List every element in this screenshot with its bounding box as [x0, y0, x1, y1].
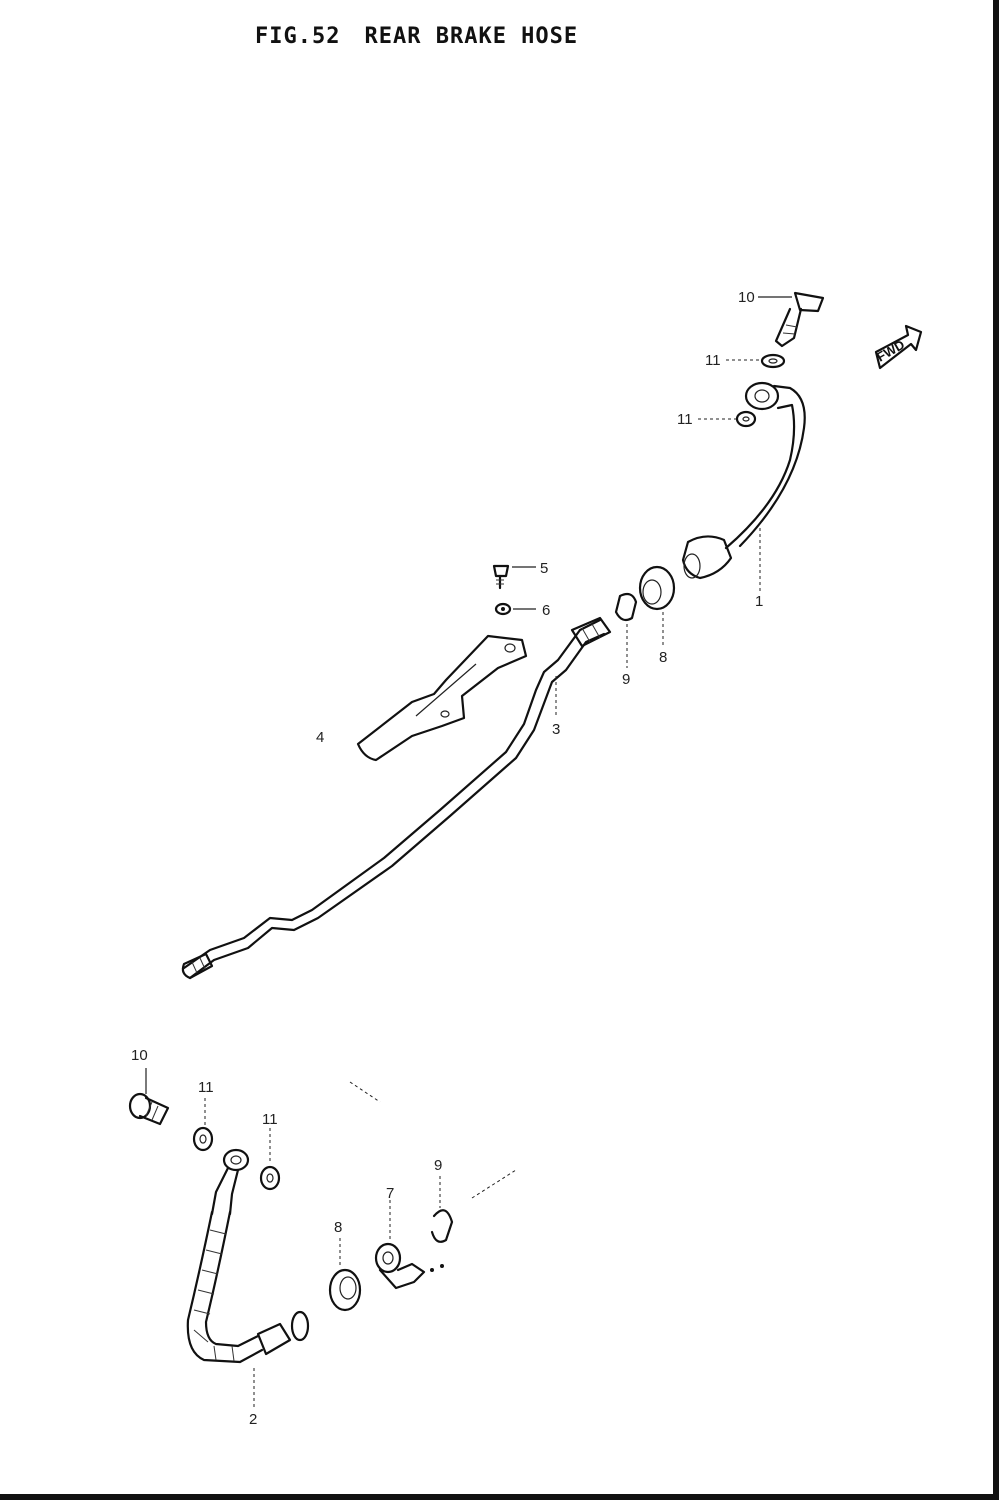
scan-border-right	[993, 0, 999, 1500]
callout-upper-9: 9	[622, 671, 630, 688]
callout-lower-8: 8	[334, 1219, 342, 1236]
callout-lower-11a: 11	[198, 1079, 214, 1096]
assembly-line-b	[471, 1169, 517, 1199]
figure-caption: REAR BRAKE HOSE	[364, 24, 579, 49]
callout-upper-1: 1	[755, 593, 763, 610]
assembly-line-a	[349, 1081, 381, 1103]
bracket-4	[356, 634, 528, 762]
lower-brake-hose	[186, 1148, 310, 1364]
callout-lower-2: 2	[249, 1411, 257, 1428]
brake-pipe-3	[181, 616, 612, 980]
callout-lower-9: 9	[434, 1157, 442, 1174]
figure-title: FIG.52 REAR BRAKE HOSE	[255, 24, 578, 49]
callout-lower-7: 7	[386, 1185, 394, 1202]
bolt-5	[492, 564, 510, 590]
upper-union-bolt	[774, 291, 825, 348]
callout-upper-10: 10	[738, 289, 755, 306]
lower-clip	[430, 1209, 454, 1243]
callout-lower-10: 10	[131, 1047, 148, 1064]
washer-6	[494, 602, 512, 616]
callout-upper-8: 8	[659, 649, 667, 666]
callout-upper-11b: 11	[677, 411, 693, 428]
upper-grommet	[638, 565, 676, 611]
upper-washer-b	[735, 410, 757, 428]
figure-number: FIG.52	[255, 24, 341, 49]
callout-3: 3	[552, 721, 560, 738]
fwd-arrow-icon: FWD	[874, 324, 923, 370]
upper-brake-hose	[681, 381, 806, 580]
lower-union-bolt	[128, 1092, 170, 1126]
lower-clamp	[374, 1242, 444, 1290]
callout-4: 4	[316, 729, 324, 746]
lower-washer-b	[259, 1165, 281, 1191]
callout-lower-11b: 11	[262, 1111, 278, 1128]
scan-border-bottom	[0, 1494, 999, 1500]
upper-washer-a	[760, 353, 786, 369]
upper-clip	[614, 592, 638, 622]
callout-upper-11a: 11	[705, 352, 721, 369]
lower-grommet	[328, 1268, 362, 1312]
lower-washer-a	[192, 1126, 214, 1152]
callout-6: 6	[542, 602, 550, 619]
callout-5: 5	[540, 560, 548, 577]
